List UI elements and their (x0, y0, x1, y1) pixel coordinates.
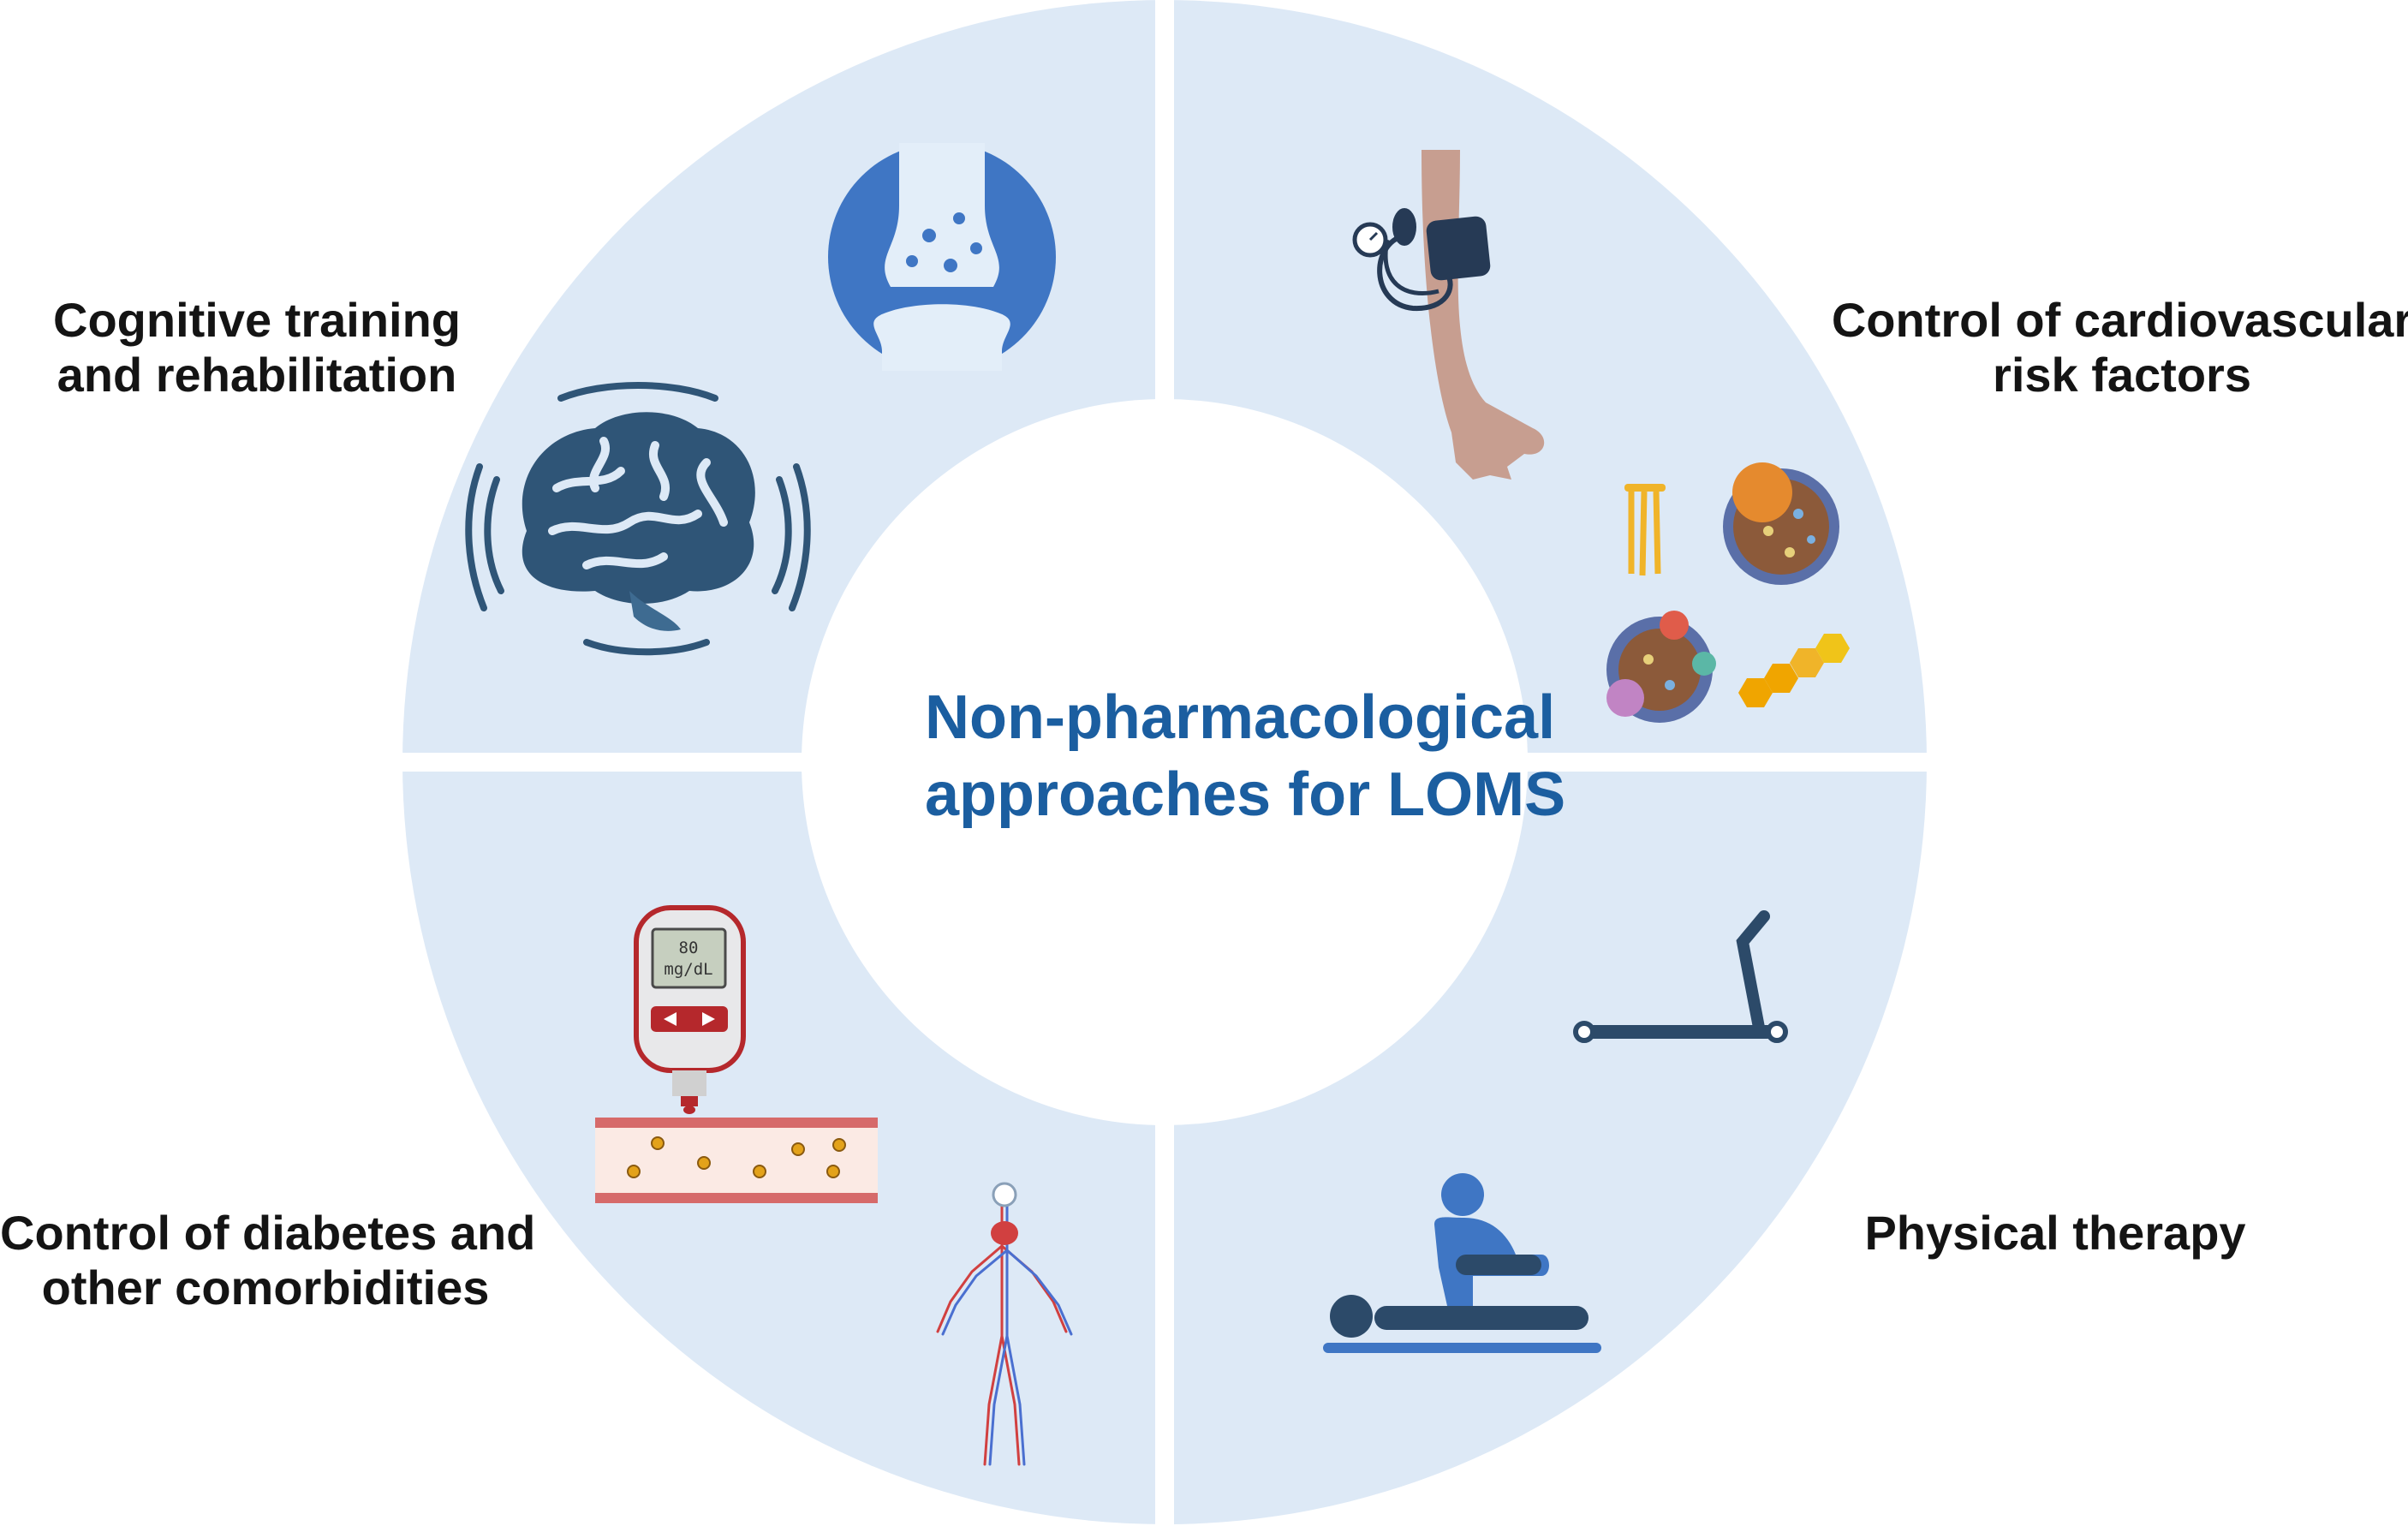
label-diabetes-line2: other comorbidities (41, 1261, 490, 1314)
center-disc (802, 399, 1528, 1125)
blood-pressure-cuff-icon (1352, 150, 1545, 480)
label-cognitive-line2: and rehabilitation (57, 348, 457, 402)
lipid-molecules-icon (1606, 462, 1850, 723)
label-cardio-line1: Control of cardiovascular (1831, 293, 2408, 347)
glucose-meter-icon: 80 mg/dL (634, 905, 746, 1114)
label-diabetes-control: Control of diabetes and other comorbidit… (0, 1206, 536, 1315)
brain-icon (465, 382, 811, 656)
label-cardio-line2: risk factors (1993, 348, 2251, 402)
circulatory-system-icon (936, 1182, 1073, 1466)
label-cognitive-line1: Cognitive training (53, 293, 461, 347)
label-physical-therapy: Physical therapy (1833, 1206, 2278, 1261)
center-title-line2: approaches for LOMS (925, 760, 1566, 829)
label-cognitive-training: Cognitive training and rehabilitation (34, 293, 480, 402)
label-diabetes-line1: Control of diabetes and (0, 1206, 536, 1260)
center-title-line1: Non-pharmacological (925, 683, 1556, 752)
physiotherapy-icon (1323, 1173, 1601, 1353)
label-physical-line1: Physical therapy (1864, 1206, 2246, 1260)
blood-vessel-icon (595, 1118, 878, 1203)
synapse-icon (828, 143, 1056, 371)
center-title: Non-pharmacological approaches for LOMS (925, 679, 1566, 833)
meter-reading: 80 (679, 939, 699, 957)
label-cardiovascular-control: Control of cardiovascular risk factors (1831, 293, 2408, 402)
treadmill-icon (1573, 910, 1788, 1043)
meter-unit: mg/dL (664, 960, 712, 979)
